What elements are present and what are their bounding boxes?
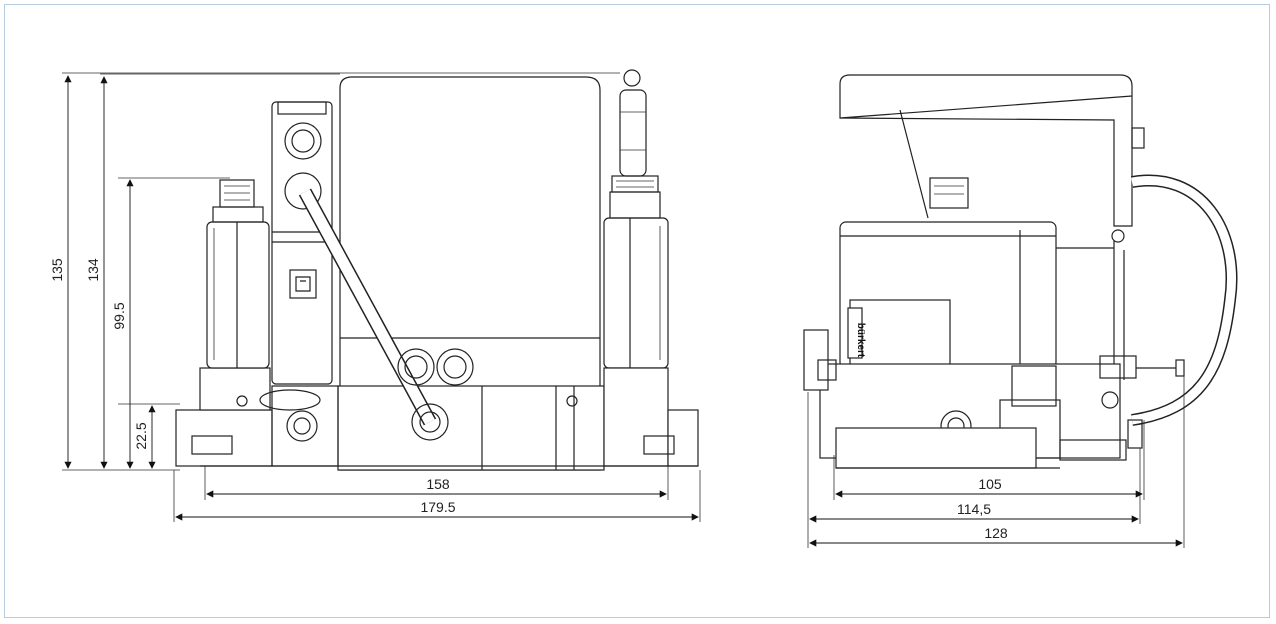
dim-135: 135 <box>49 258 65 282</box>
dim-105: 105 <box>978 476 1002 492</box>
dim-114-5: 114,5 <box>957 501 991 517</box>
side-cover <box>839 74 1133 227</box>
side-view: bürkert 105 114,5 <box>803 74 1238 548</box>
dim-179-5: 179.5 <box>420 499 455 515</box>
dim-134: 134 <box>85 258 101 282</box>
brand-label: bürkert <box>855 323 866 358</box>
dim-22-5: 22.5 <box>133 422 149 449</box>
dim-99-5: 99.5 <box>111 302 127 329</box>
front-view: 135 134 99.5 22.5 158 179.5 <box>49 69 701 522</box>
dim-158: 158 <box>426 476 450 492</box>
dim-128: 128 <box>984 525 1008 541</box>
